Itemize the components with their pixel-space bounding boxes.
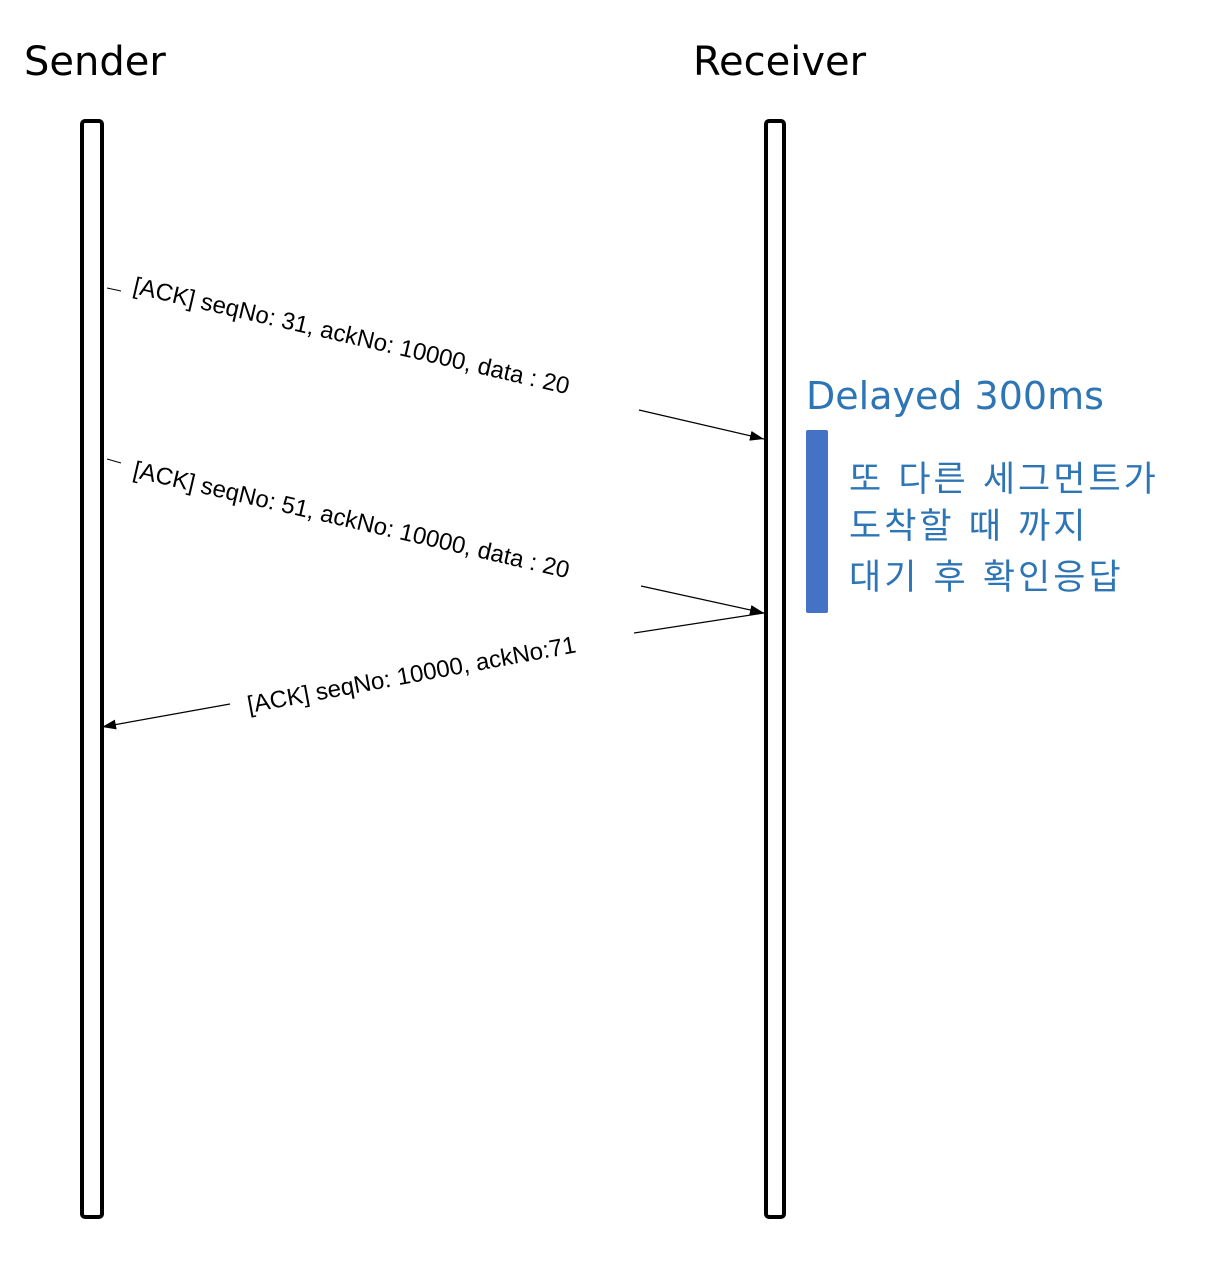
message-2-label: [ACK] seqNo: 51, ackNo: 10000, data : 20 xyxy=(131,457,572,585)
delay-bar xyxy=(806,430,828,613)
message-3-line-end xyxy=(633,612,765,634)
delay-note-line-3: 대기 후 확인응답 xyxy=(849,558,1124,598)
sender-lifeline xyxy=(80,119,104,1219)
delay-note-line-1: 또 다른 세그먼트가 xyxy=(849,460,1159,500)
message-2: [ACK] seqNo: 51, ackNo: 10000, data : 20 xyxy=(106,457,765,615)
receiver-lifeline xyxy=(764,119,786,1219)
sender-title: Sender xyxy=(24,39,166,85)
message-3-label: [ACK] seqNo: 10000, ackNo:71 xyxy=(245,632,578,719)
delay-note: Delayed 300ms 또 다른 세그먼트가 도착할 때 까지 대기 후 확… xyxy=(806,374,1159,613)
message-2-line-start xyxy=(106,458,122,464)
message-3: [ACK] seqNo: 10000, ackNo:71 xyxy=(101,612,765,730)
message-1-label: [ACK] seqNo: 31, ackNo: 10000, data : 20 xyxy=(131,273,572,401)
message-2-arrow xyxy=(640,585,765,615)
message-1: [ACK] seqNo: 31, ackNo: 10000, data : 20 xyxy=(106,273,765,441)
delay-note-line-2: 도착할 때 까지 xyxy=(849,507,1088,547)
delay-title: Delayed 300ms xyxy=(806,374,1104,418)
message-3-arrow xyxy=(101,703,231,730)
message-1-arrow xyxy=(638,409,765,441)
message-1-line-start xyxy=(106,287,122,292)
receiver-title: Receiver xyxy=(693,39,867,85)
